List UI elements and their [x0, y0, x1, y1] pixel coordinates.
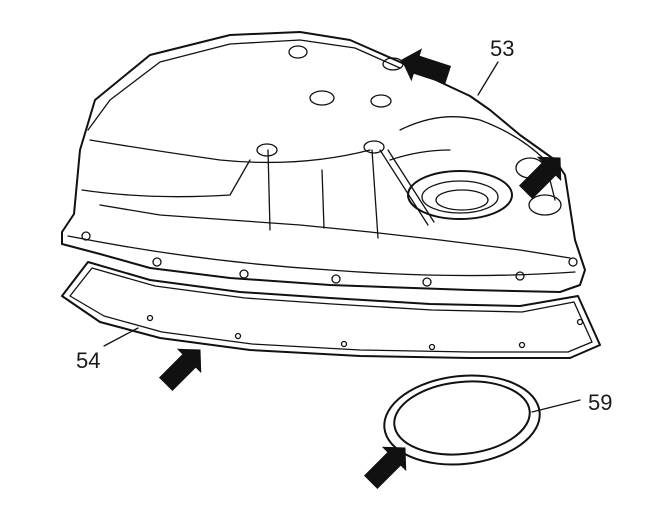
pan-gasket	[61, 261, 601, 359]
leader-line-59	[531, 399, 581, 413]
seal-ring	[383, 374, 541, 466]
arrow-icon	[518, 156, 562, 200]
callout-54: 54	[76, 348, 100, 373]
arrow-icon	[363, 446, 407, 490]
arrow-icon	[401, 48, 452, 85]
transmission-pan	[61, 31, 586, 293]
leader-line-53	[477, 61, 499, 96]
leader-lines	[103, 61, 581, 413]
leader-line-54	[103, 327, 139, 347]
callout-59: 59	[588, 390, 612, 415]
arrow-icon	[158, 348, 202, 392]
callout-53: 53	[490, 36, 514, 61]
